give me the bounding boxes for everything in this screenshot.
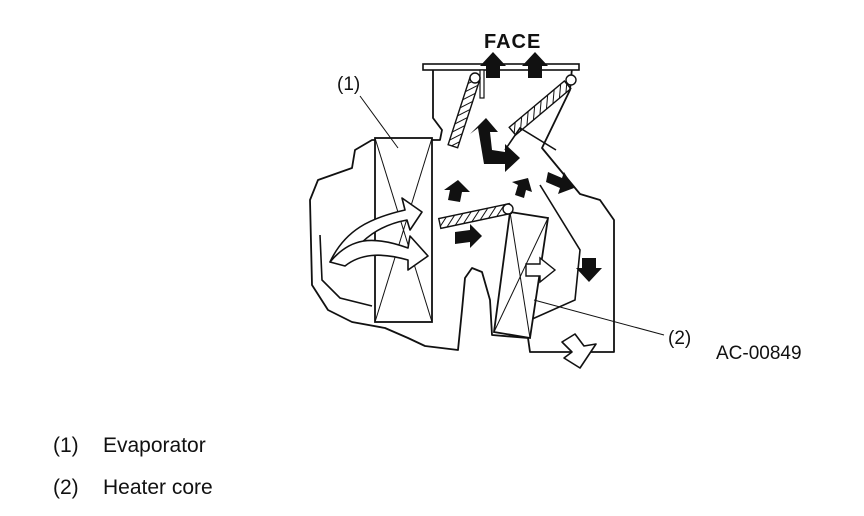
inlet-air-arrow-lower <box>329 235 429 271</box>
housing-outline <box>309 67 615 353</box>
face-label: FACE <box>484 31 542 53</box>
inner-duct-right <box>529 184 581 321</box>
figure-code: AC-00849 <box>716 343 802 364</box>
legend-text: Heater core <box>103 476 213 499</box>
callout-2-leader <box>533 299 665 336</box>
legend-number: (1) <box>53 434 79 457</box>
legend-item-evaporator: (1) Evaporator <box>53 434 206 458</box>
callout-2-label: (2) <box>668 328 692 349</box>
legend-number: (2) <box>53 476 79 499</box>
legend-text: Evaporator <box>103 434 206 457</box>
foot-outlet-arrow <box>561 333 597 369</box>
callout-1-leader <box>359 95 399 149</box>
evaporator <box>374 137 433 323</box>
face-door-left <box>447 72 481 149</box>
inner-duct-left <box>319 234 373 307</box>
airflow-arrow <box>444 52 602 282</box>
hvac-airflow-diagram <box>309 52 665 369</box>
air-mix-door <box>437 202 514 230</box>
callout-1-label: (1) <box>337 74 361 95</box>
face-door-right <box>508 74 577 136</box>
face-outlet-divider <box>479 69 485 99</box>
heater-outlet-arrow <box>525 256 557 284</box>
heater-core <box>492 210 550 340</box>
legend-item-heater-core: (2) Heater core <box>53 476 213 500</box>
